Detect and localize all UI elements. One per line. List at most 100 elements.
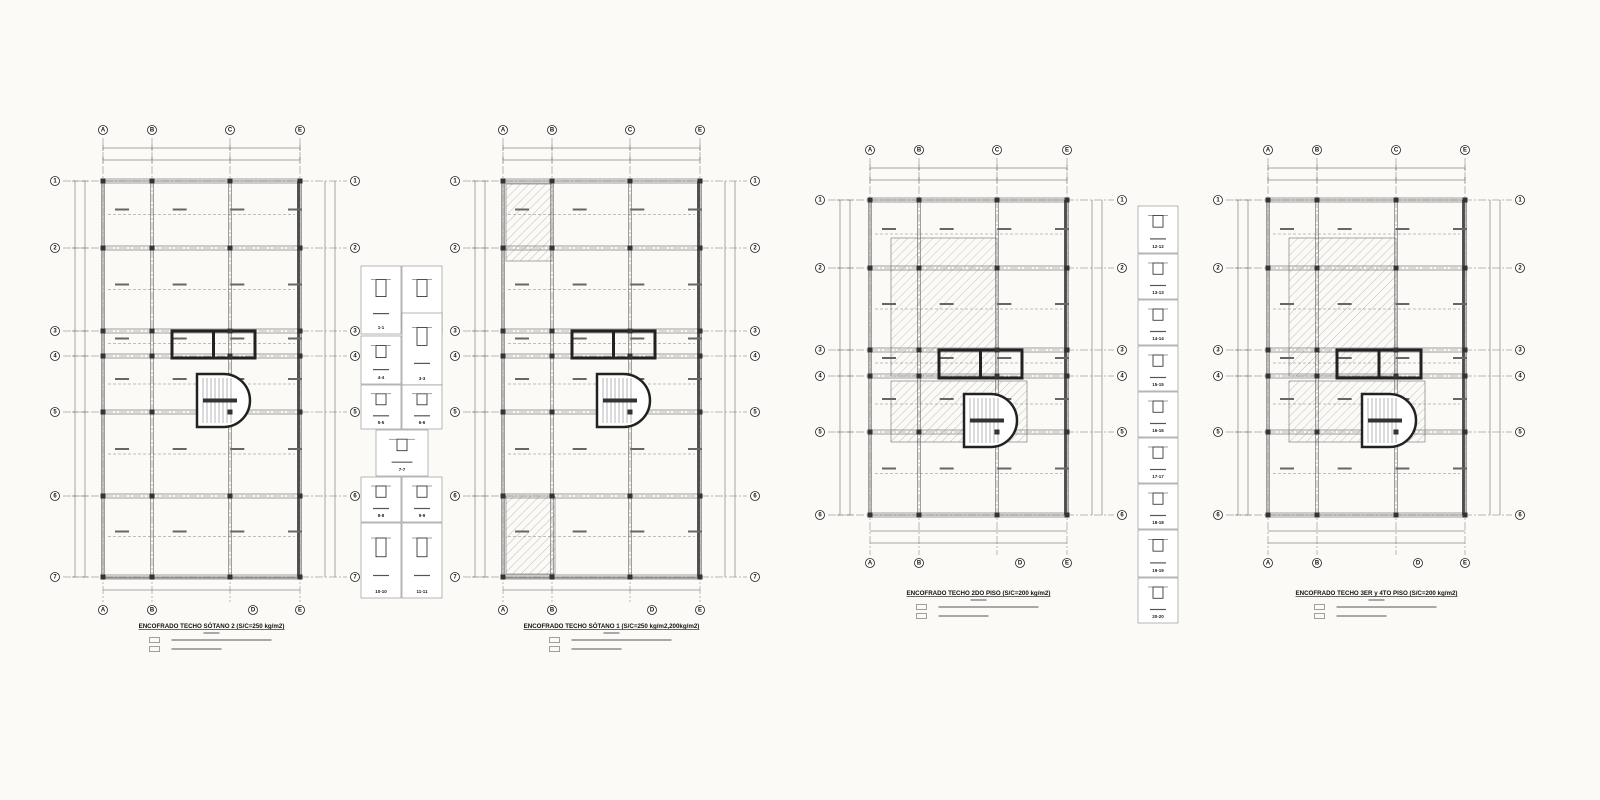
column [1064,429,1070,435]
axis-B-bubble [547,605,557,615]
column [500,353,506,359]
detail-label: 20-20 [1152,614,1164,619]
column [500,245,506,251]
axis-E-label: E [298,127,302,133]
legend-swatch [1314,604,1325,610]
beam-label-mark [115,378,129,380]
axis-5-label: 5 [453,409,457,415]
axis-2-label: 2 [53,245,57,251]
column [549,574,555,580]
beam-label-mark [688,208,702,211]
axis-2-bubble [450,243,460,253]
axis-4-bubble [750,351,760,361]
axis-A-bubble [498,605,508,615]
axis-A-bubble [865,145,875,155]
beam-label-mark [688,530,702,533]
beam-label-mark [939,398,954,400]
column [916,265,922,271]
beam-label-mark [688,448,702,450]
stair-landing [1368,418,1402,423]
axis-4-bubble [815,371,825,381]
beam-label-mark [230,283,245,286]
axis-1-label: 1 [818,197,822,203]
axis-7-label: 7 [753,574,757,580]
column [149,353,155,359]
section-detail: 18-18 [1137,483,1179,530]
axis-1-bubble [1117,195,1127,205]
axis-5-bubble [450,407,460,417]
axis-5-label: 5 [818,429,822,435]
axis-3-bubble [350,326,360,336]
axis-7-label: 7 [53,574,57,580]
column [297,245,303,251]
beam-label-mark [1453,357,1467,359]
axis-1-label: 1 [1216,197,1220,203]
detail-label: 14-14 [1152,336,1164,341]
axis-3-label: 3 [453,328,457,334]
axis-1-label: 1 [53,178,57,184]
axis-2-label: 2 [453,245,457,251]
axis-5-label: 5 [753,409,757,415]
beam-label-mark [882,357,896,359]
beam-label-mark [630,448,645,450]
column [500,178,506,184]
column [500,493,506,499]
column [297,409,303,415]
axis-4-bubble [50,351,60,361]
column [227,409,233,415]
axis-1-bubble [1213,195,1223,205]
column [549,409,555,415]
axis-D-bubble [647,605,657,615]
axis-4-label: 4 [753,353,757,359]
axis-5-bubble [50,407,60,417]
detail-frame [1137,529,1179,578]
axis-A-bubble [1263,558,1273,568]
axis-B-bubble [147,125,157,135]
column [227,574,233,580]
section-detail: 5-5 [360,384,402,430]
beam-label-mark [630,337,645,340]
beam-label-mark [115,283,129,286]
column [1265,265,1271,271]
column [149,328,155,334]
section-detail: 17-17 [1137,437,1179,484]
detail-frame [360,265,402,335]
detail-label: 17-17 [1152,474,1164,479]
column [697,245,703,251]
column [697,178,703,184]
hatched-slab [505,495,556,575]
beam-label-mark [572,378,587,380]
column [916,373,922,379]
axis-6-bubble [815,510,825,520]
detail-label: 15-15 [1152,382,1164,387]
axis-A-label: A [501,607,506,613]
beam-label-mark [288,208,302,211]
axis-A-label: A [101,127,106,133]
column [627,493,633,499]
axis-D-bubble [1413,558,1423,568]
axis-3-label: 3 [353,328,357,334]
beam-label-mark [572,283,587,286]
axis-1-label: 1 [753,178,757,184]
axis-E-bubble [695,125,705,135]
column [1393,197,1399,203]
axis-C-bubble [625,125,635,135]
beam-label-mark [172,448,187,450]
column [627,353,633,359]
column [100,245,106,251]
beam-label-mark [630,208,645,211]
axis-2-label: 2 [818,265,822,271]
axis-1-bubble [1515,195,1525,205]
column [500,574,506,580]
beam-label-mark [882,303,896,305]
section-detail: 20-20 [1137,577,1179,624]
detail-frame [1137,345,1179,392]
axis-5-bubble [1213,427,1223,437]
column [1462,429,1468,435]
detail-label: 11-11 [416,589,428,594]
beam-label-mark [1337,398,1352,400]
detail-label: 16-16 [1152,428,1164,433]
axis-B-bubble [547,125,557,135]
axis-A-label: A [501,127,506,133]
beam-label-mark [115,208,129,211]
